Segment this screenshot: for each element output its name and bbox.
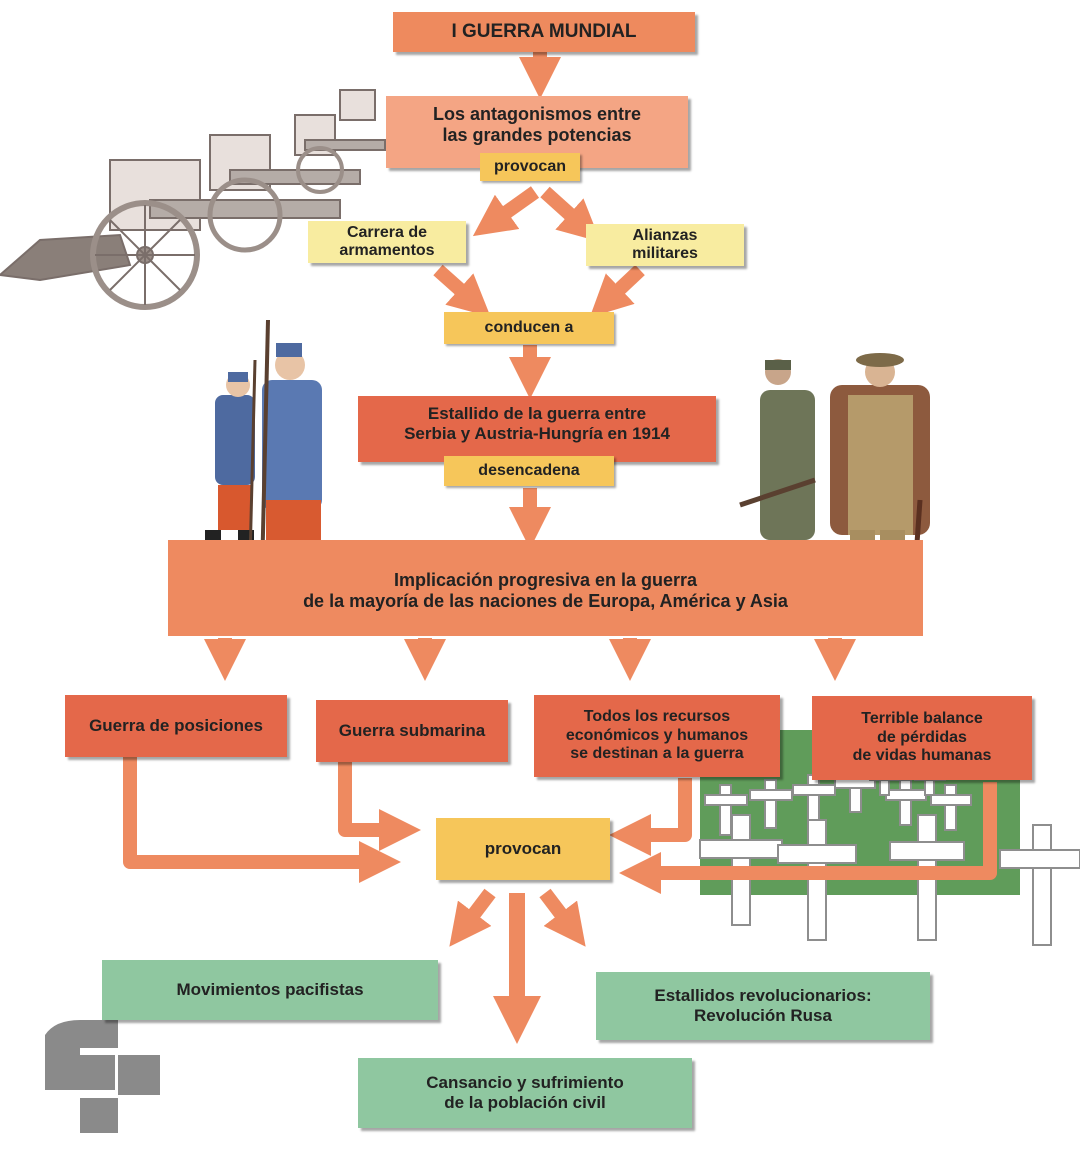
- antagonismos-text: Los antagonismos entre las grandes poten…: [432, 104, 642, 145]
- arrow-alianzas-down: [589, 264, 645, 318]
- revolucionarios-text: Estallidos revolucionarios: Revolución R…: [654, 986, 872, 1025]
- posiciones-box: Guerra de posiciones: [65, 695, 287, 757]
- arrow-to-alianzas: [540, 186, 601, 243]
- submarina-box: Guerra submarina: [316, 700, 508, 762]
- recursos-text: Todos los recursos económicos y humanos …: [565, 708, 749, 763]
- balance-text: Terrible balance de pérdidas de vidas hu…: [852, 710, 992, 765]
- provocan-text-2: provocan: [484, 839, 562, 859]
- implicacion-text: Implicación progresiva en la guerra de l…: [303, 570, 788, 611]
- provocan-box: provocan: [436, 818, 610, 880]
- title-box: I GUERRA MUNDIAL: [393, 12, 695, 52]
- balance-box: Terrible balance de pérdidas de vidas hu…: [812, 696, 1032, 780]
- alianzas-box: Alianzas militares: [586, 224, 744, 266]
- arrow-carrera-down: [433, 264, 491, 317]
- posiciones-text: Guerra de posiciones: [89, 716, 263, 736]
- alianzas-text: Alianzas militares: [632, 226, 698, 262]
- carrera-box: Carrera de armamentos: [308, 221, 466, 263]
- page-title: I GUERRA MUNDIAL: [451, 21, 637, 43]
- field-cannons-icon: [0, 89, 386, 310]
- pacifistas-text: Movimientos pacifistas: [176, 980, 364, 1000]
- arrow-balance-provocan: [619, 782, 997, 894]
- pacifistas-box: Movimientos pacifistas: [102, 960, 438, 1020]
- desencadena-label: desencadena: [444, 456, 614, 486]
- estallido-box: Estallido de la guerra entre Serbia y Au…: [358, 396, 716, 462]
- arrow-posiciones-provocan: [123, 757, 401, 883]
- logo-icon: [45, 1020, 160, 1133]
- arrow-to-revolucionarios: [539, 888, 586, 947]
- arrow-recursos-provocan: [609, 778, 692, 856]
- provocan-label-1: provocan: [480, 153, 580, 181]
- carrera-text: Carrera de armamentos: [339, 223, 435, 259]
- arrows: [123, 52, 997, 1044]
- arrow-to-carrera: [472, 186, 540, 237]
- conducen-label: conducen a: [444, 312, 614, 344]
- estallido-text: Estallido de la guerra entre Serbia y Au…: [404, 404, 670, 443]
- cansancio-text: Cansancio y sufrimiento de la población …: [426, 1073, 624, 1112]
- recursos-box: Todos los recursos económicos y humanos …: [534, 695, 780, 777]
- cansancio-box: Cansancio y sufrimiento de la población …: [358, 1058, 692, 1128]
- arrow-submarina-provocan: [338, 762, 421, 851]
- implicacion-box: Implicación progresiva en la guerra de l…: [168, 540, 923, 636]
- revolucionarios-box: Estallidos revolucionarios: Revolución R…: [596, 972, 930, 1040]
- arrow-to-pacifistas: [449, 888, 496, 947]
- submarina-text: Guerra submarina: [338, 721, 486, 741]
